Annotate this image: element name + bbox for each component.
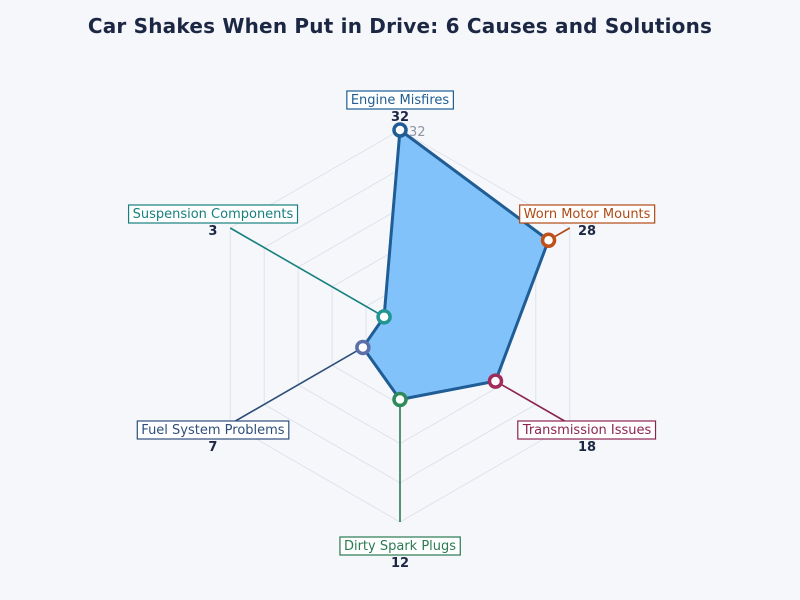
leader-line (229, 346, 364, 425)
axis-label-box (339, 536, 461, 556)
axis-label-box (346, 90, 454, 110)
data-point (376, 309, 392, 325)
axis-label: Engine Misfires 32 (346, 90, 454, 125)
axis-label-name: Fuel System Problems (141, 423, 285, 438)
axis-label: Suspension Components 3 (127, 204, 299, 239)
radial-tick-label: 32 (409, 125, 426, 140)
axis-label: Fuel System Problems 7 (136, 420, 290, 455)
axis-label-name: Worn Motor Mounts (524, 207, 651, 222)
leader-line (495, 380, 571, 425)
leader-line (229, 227, 385, 318)
data-point (355, 339, 371, 356)
radar-points (355, 122, 557, 408)
axis-label: Dirty Spark Plugs 12 (339, 536, 461, 571)
label-leader-lines (229, 227, 571, 522)
axis-value-label: 7 (208, 440, 217, 455)
data-point (540, 232, 557, 248)
radar-area (361, 128, 551, 401)
axis-value-label: 12 (391, 556, 409, 571)
axis-value-label: 18 (578, 440, 596, 455)
data-point (392, 391, 408, 408)
data-point (392, 122, 408, 138)
axis-label-box (517, 420, 657, 440)
axis-value-label: 32 (391, 110, 409, 125)
axis-label-name: Dirty Spark Plugs (344, 539, 456, 554)
axis-value-label: 3 (208, 224, 217, 239)
axis-label: Worn Motor Mounts 28 (519, 204, 656, 239)
axis-label-box (136, 420, 290, 440)
axis-label-name: Transmission Issues (522, 423, 652, 438)
chart-title: Car Shakes When Put in Drive: 6 Causes a… (87, 14, 713, 38)
data-area (361, 128, 551, 401)
axis-label-name: Engine Misfires (351, 93, 450, 108)
axis-label: Transmission Issues 18 (517, 420, 657, 455)
axis-label-box (519, 204, 656, 224)
data-point (487, 373, 504, 389)
axis-label-name: Suspension Components (133, 207, 294, 222)
axis-value-label: 28 (578, 224, 596, 239)
axis-label-box (127, 204, 299, 224)
radial-ticks: 32 (409, 125, 426, 140)
